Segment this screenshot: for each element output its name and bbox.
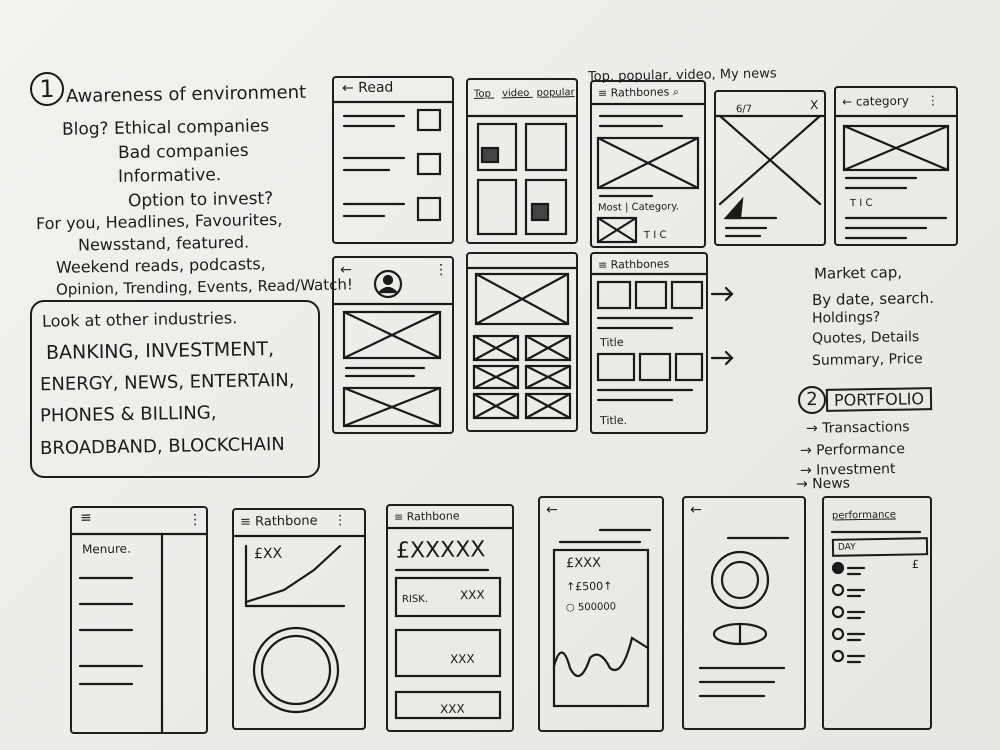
sketch-category-drawing: [836, 114, 956, 240]
sketch-read: ← Read: [332, 76, 454, 244]
market-line-3: Holdings?: [811, 309, 881, 327]
sketch-category: ← category ⋮ T I C: [834, 86, 958, 246]
sketch-grid: [466, 252, 578, 432]
industries-line-1: BANKING, INVESTMENT,: [45, 338, 275, 364]
sketch-profile-drawing: [334, 269, 452, 428]
for-you-line-1: For you, Headlines, Favourites,: [35, 209, 283, 234]
industries-line-4: BROADBAND, BLOCKCHAIN: [39, 433, 285, 460]
industries-line-2: ENERGY, NEWS, ENTERTAIN,: [39, 369, 295, 396]
sketch-performance-drawing: [830, 530, 922, 664]
for-you-line-4: Opinion, Trending, Events, Read/Watch!: [55, 275, 354, 299]
section-number-2-text: 2: [806, 388, 818, 411]
market-line-1: Market cap,: [813, 263, 903, 283]
sketch-rathbone-chart: ≡ Rathbone ⋮ £XX: [232, 508, 366, 730]
sketch-menu-drawing: [72, 532, 206, 732]
sketch-circle-detail: ←: [682, 496, 806, 730]
sketch-tabs: Top video popular: [466, 78, 578, 244]
market-line-4: Quotes, Details: [811, 329, 920, 347]
sketch-grid-drawing: [468, 266, 576, 420]
for-you-line-3: Weekend reads, podcasts,: [55, 254, 266, 277]
sketch-rathbone-chart-drawing: [234, 534, 364, 714]
portfolio-item-1: → Transactions: [805, 419, 910, 437]
sketch-tabs-drawing: [468, 114, 576, 236]
sketch-menu: ≡ ⋮ Menure.: [70, 506, 208, 734]
market-line-2: By date, search.: [811, 288, 935, 310]
sketch-player-drawing: [716, 114, 824, 238]
sketch-rathbones-list-drawing: [592, 272, 706, 402]
section-number-2: 2: [797, 385, 827, 415]
sketch-player: 6/7 X: [714, 90, 826, 246]
awareness-line-3: Informative.: [117, 165, 222, 187]
sketch-rathbone-balance-drawing: [388, 526, 512, 720]
industries-intro: Look at other industries.: [41, 308, 238, 331]
sketch-rathbones-feed-drawing: [592, 102, 704, 244]
for-you-line-2: Newsstand, featured.: [77, 232, 250, 255]
awareness-title: Awareness of environment: [65, 81, 307, 108]
section-number-1: 1: [29, 71, 65, 107]
awareness-line-4: Option to invest?: [127, 188, 274, 212]
sketch-rathbones-feed: ≡ Rathbones ⌕ Most | Category. T I C: [590, 80, 706, 248]
awareness-line-2: Bad companies: [117, 140, 249, 164]
sketch-rathbones-list: ≡ Rathbones Title Title.: [590, 252, 708, 434]
sketch-detail-chart-drawing: [552, 528, 652, 708]
portfolio-item-4: → News: [795, 475, 851, 493]
market-line-5: Summary, Price: [811, 351, 923, 369]
industries-box: [30, 300, 320, 478]
sketch-profile: ← ⋮: [332, 256, 454, 434]
sketch-circle-detail-drawing: [698, 536, 790, 698]
portfolio-title: PORTFOLIO: [825, 387, 933, 412]
sketch-rathbone-balance: ≡ Rathbone £XXXXX RISK. XXX XXX XXX: [386, 504, 514, 732]
sketch-detail-chart: ← £XXX ↑£500↑ ○ 500000: [538, 496, 664, 732]
awareness-line-1: Blog? Ethical companies: [61, 116, 270, 140]
sketch-performance: performance DAY £: [822, 496, 932, 730]
list-arrows: [710, 286, 734, 366]
portfolio-item-2: → Performance: [799, 441, 906, 459]
sketch-read-drawing: [334, 100, 452, 222]
industries-line-3: PHONES & BILLING,: [39, 402, 217, 427]
section-number-1-text: 1: [39, 74, 55, 104]
